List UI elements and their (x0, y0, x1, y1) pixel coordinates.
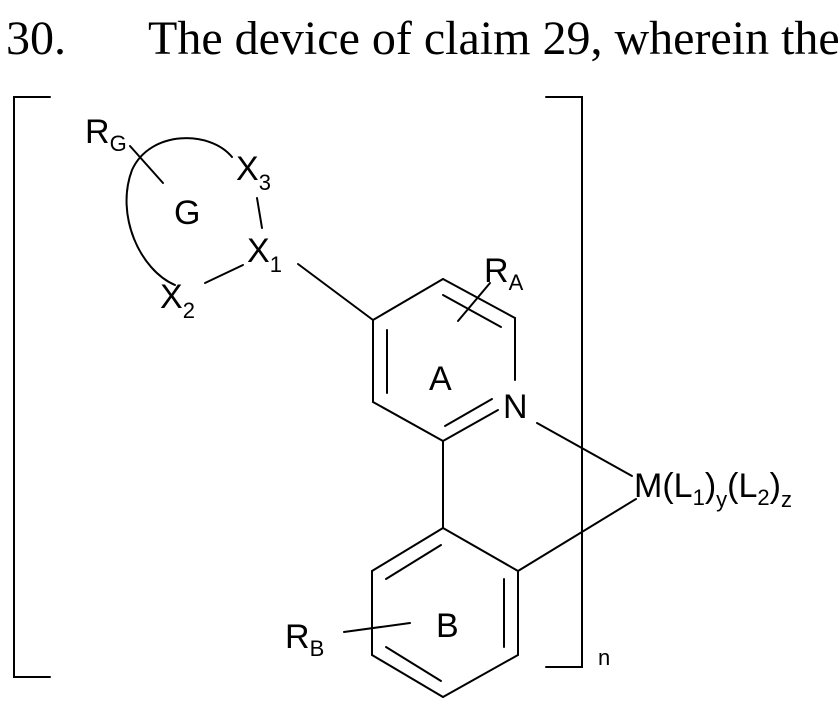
c-metal-bond (518, 499, 636, 571)
ring-b-bond-3 (443, 655, 518, 697)
x2-label: X2 (160, 278, 195, 323)
x3-label: X3 (236, 150, 271, 195)
ring-a-double-2 (443, 295, 501, 327)
ring-b-bond-1 (443, 528, 518, 571)
ring-g-label: G (174, 194, 200, 232)
ring-a-label: A (429, 360, 452, 398)
ring-a-double-3 (445, 399, 492, 426)
right-bracket (546, 97, 582, 667)
x2-x1-bond (205, 265, 243, 283)
ring-a-bond-1 (373, 279, 443, 320)
repeat-count-label: n (598, 645, 610, 670)
ring-a-bond-5 (373, 402, 443, 441)
x3-x1-bond (257, 198, 262, 228)
ring-b-double-3 (386, 647, 441, 681)
rg-label: RG (85, 113, 127, 156)
rb-label: RB (285, 618, 324, 661)
ra-label: RA (484, 252, 524, 295)
ring-b-label: B (436, 607, 459, 645)
ring-a-bond-4 (443, 410, 498, 441)
rb-substituent-bond (344, 623, 410, 632)
metal-complex-label: M(L1)y(L2)z (634, 467, 792, 512)
ring-b-double-1 (386, 545, 441, 579)
n-metal-bond (537, 423, 632, 476)
x1-ring-a-bond (298, 264, 373, 320)
nitrogen-label: N (503, 388, 528, 426)
structure-bonds (14, 97, 636, 697)
x1-label: X1 (247, 232, 282, 277)
left-bracket (14, 97, 50, 677)
